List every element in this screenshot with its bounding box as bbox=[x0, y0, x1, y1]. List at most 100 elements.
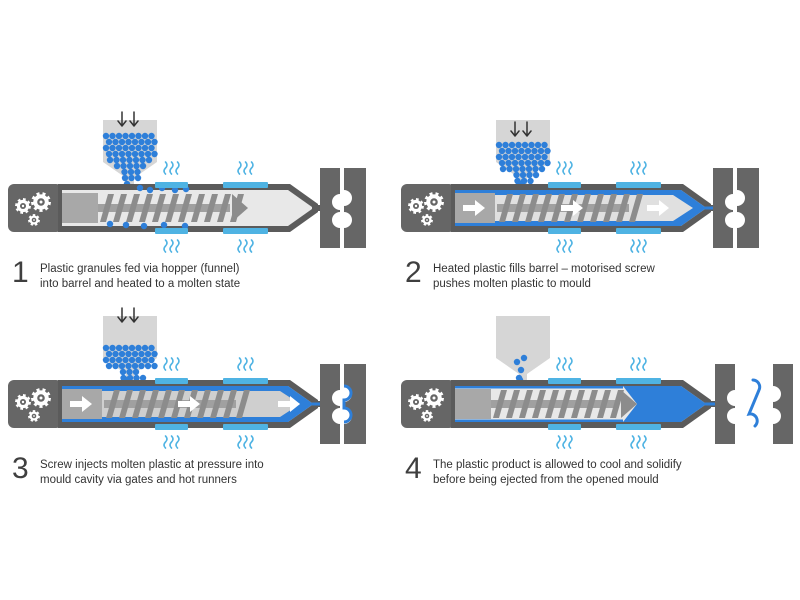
heat-wave-line bbox=[249, 435, 254, 449]
down-arrow-icon bbox=[117, 307, 127, 323]
heater-band bbox=[223, 182, 268, 188]
heater-band bbox=[223, 378, 268, 384]
plastic-granule bbox=[128, 344, 136, 352]
screw-flight bbox=[158, 390, 172, 418]
plastic-granule bbox=[505, 147, 512, 155]
screw-tip bbox=[621, 390, 637, 418]
down-arrow-icon bbox=[522, 121, 532, 137]
caption-line: Plastic granules fed via hopper (funnel) bbox=[40, 263, 240, 275]
heat-wave-line bbox=[556, 357, 561, 371]
plastic-granule bbox=[138, 138, 145, 146]
plastic-granule bbox=[138, 150, 145, 158]
plastic-granule bbox=[118, 362, 126, 370]
step-number: 3 bbox=[12, 452, 29, 485]
screw-flight bbox=[551, 194, 565, 222]
heat-wave-line bbox=[562, 161, 567, 175]
nozzle-plastic bbox=[312, 402, 324, 406]
plastic-granule bbox=[144, 362, 152, 370]
plastic-granule bbox=[102, 356, 110, 364]
heat-wave-line bbox=[562, 435, 567, 449]
plastic-granule bbox=[119, 156, 127, 164]
gear-icon bbox=[28, 214, 40, 226]
mould-moving-half bbox=[344, 364, 366, 444]
push-arrow-icon bbox=[278, 396, 300, 412]
heat-wave-line bbox=[243, 435, 248, 449]
plastic-granule bbox=[518, 147, 525, 155]
heater-band bbox=[616, 378, 661, 384]
plastic-granule bbox=[524, 159, 532, 167]
screw-flight bbox=[132, 390, 146, 418]
plastic-granule bbox=[519, 171, 527, 179]
caption-line: Heated plastic fills barrel – motorised … bbox=[433, 263, 655, 275]
gear-center bbox=[414, 204, 418, 208]
machine bbox=[8, 111, 366, 253]
plastic-granule bbox=[160, 221, 168, 229]
plastic-film bbox=[455, 419, 623, 422]
plastic-granule bbox=[131, 350, 139, 358]
caption-line: into barrel and heated to a molten state bbox=[40, 277, 241, 290]
plastic-granule bbox=[495, 141, 503, 149]
plastic-granule bbox=[120, 162, 127, 170]
screw-flight bbox=[493, 390, 507, 418]
gear-center bbox=[426, 415, 428, 417]
screw-flight bbox=[590, 194, 604, 222]
plastic-granule bbox=[121, 174, 129, 182]
plastic-granule bbox=[115, 132, 123, 140]
heat-wave-line bbox=[636, 161, 641, 175]
plastic-granule bbox=[140, 222, 148, 230]
plastic-granule bbox=[502, 153, 509, 161]
down-arrow-icon bbox=[510, 121, 520, 137]
plastic-granule bbox=[131, 362, 139, 370]
plastic-granule bbox=[139, 374, 147, 382]
plastic-granule bbox=[506, 165, 513, 173]
heat-wave-line bbox=[562, 239, 567, 253]
step-caption: Plastic granules fed via hopper (funnel)… bbox=[40, 262, 390, 291]
screw-flight bbox=[191, 194, 205, 222]
heat-wave-line bbox=[243, 239, 248, 253]
plastic-granule bbox=[135, 344, 142, 352]
gear-center bbox=[39, 396, 43, 400]
plastic-granule bbox=[112, 350, 119, 358]
plastic-granule bbox=[499, 165, 507, 173]
plastic-granule bbox=[512, 165, 520, 173]
gear-center bbox=[39, 200, 43, 204]
gear-icon bbox=[408, 394, 424, 410]
plastic-granule bbox=[151, 150, 158, 158]
plastic-granule bbox=[148, 356, 155, 364]
push-arrow-icon bbox=[561, 200, 583, 216]
plastic-granule bbox=[521, 153, 529, 161]
heat-wave-line bbox=[568, 435, 573, 449]
heat-wave-line bbox=[237, 161, 242, 175]
push-arrow-icon bbox=[178, 396, 200, 412]
plastic-granule bbox=[118, 150, 126, 158]
heat-wave-icon bbox=[237, 435, 254, 449]
gear-center bbox=[432, 200, 436, 204]
plastic-granule bbox=[106, 220, 114, 228]
gear-center bbox=[33, 415, 35, 417]
plastic-granule bbox=[534, 153, 542, 161]
screw-flight bbox=[610, 390, 624, 418]
plastic-granule bbox=[498, 159, 506, 167]
plastic-granule bbox=[534, 141, 542, 149]
push-arrow-icon bbox=[70, 396, 92, 412]
plastic-granule bbox=[118, 138, 126, 146]
plastic-granule bbox=[131, 138, 139, 146]
plastic-granule bbox=[121, 168, 128, 176]
plastic-granule bbox=[126, 368, 133, 376]
screw-flight bbox=[236, 390, 250, 418]
step-number: 1 bbox=[12, 256, 29, 289]
plastic-granule bbox=[102, 132, 110, 140]
heater-band bbox=[616, 228, 661, 234]
plastic-granule bbox=[112, 362, 119, 370]
push-arrow-icon bbox=[463, 200, 485, 216]
plastic-granule bbox=[515, 141, 522, 149]
screw-flight bbox=[119, 390, 133, 418]
plastic-granule bbox=[517, 366, 525, 374]
plastic-granule bbox=[128, 132, 136, 140]
caption-line: Screw injects molten plastic at pressure… bbox=[40, 459, 264, 471]
screw-flight bbox=[616, 194, 630, 222]
plastic-granule bbox=[125, 138, 132, 146]
screw-flight bbox=[571, 390, 585, 418]
plastic-granule bbox=[144, 350, 152, 358]
heater-band bbox=[155, 182, 188, 188]
